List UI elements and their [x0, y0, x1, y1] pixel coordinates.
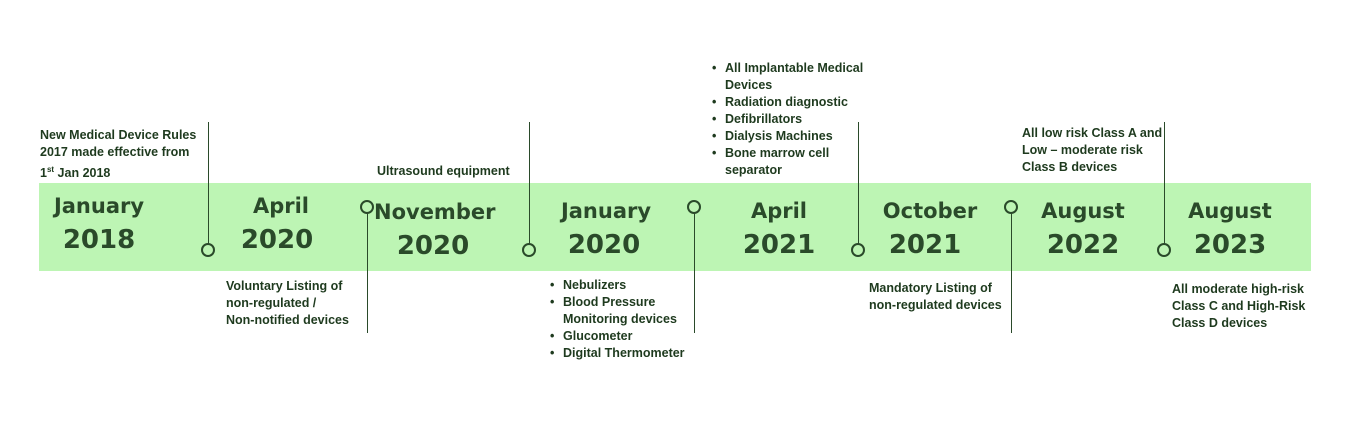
timeline-dot-6	[1004, 200, 1018, 214]
event-1-year: 2018	[62, 225, 136, 255]
note-2-line-2: non-regulated /	[226, 296, 317, 310]
connector-line-1	[208, 122, 209, 248]
timeline-dot-3	[522, 243, 536, 257]
event-6-month: October	[882, 199, 978, 223]
note-2-line-3: Non-notified devices	[226, 313, 349, 327]
event-4-month: January	[560, 199, 652, 223]
connector-line-3	[529, 122, 530, 249]
event-2-month: April	[252, 194, 310, 218]
event-8-month: August	[1188, 199, 1272, 223]
note-6-line-1: Mandatory Listing of	[869, 281, 992, 295]
event-3-month: November	[374, 200, 496, 224]
note-4-item-3: Monitoring devices	[563, 312, 677, 326]
note-4-item-5: Digital Thermometer	[550, 345, 708, 362]
timeline-band	[39, 183, 1311, 271]
note-8-line-1: All moderate high-risk	[1172, 282, 1304, 296]
timeline-dot-2	[360, 200, 374, 214]
event-7-month: August	[1041, 199, 1125, 223]
note-1-date: Jan 2018	[54, 166, 111, 181]
note-6-line-2: non-regulated devices	[869, 298, 1002, 312]
note-7-line-1: All low risk Class A and	[1022, 126, 1163, 140]
event-2-year: 2020	[240, 225, 314, 255]
event-6-year: 2021	[888, 230, 962, 260]
connector-line-2	[367, 208, 368, 333]
note-5-item-6: Bone marrow cell	[712, 145, 875, 162]
timeline-dot-1	[201, 243, 215, 257]
note-list-class-devices: Nebulizers Blood Pressure Monitoring dev…	[549, 277, 708, 362]
event-5-year: 2021	[742, 230, 816, 260]
timeline-dot-4	[687, 200, 701, 214]
timeline-dot-5	[851, 243, 865, 257]
event-8-year: 2023	[1193, 230, 1267, 260]
note-4-item-4: Glucometer	[550, 328, 708, 345]
connector-line-5	[858, 122, 859, 249]
note-5-item-5: Dialysis Machines	[712, 128, 875, 145]
event-3-year: 2020	[396, 231, 470, 261]
connector-line-4	[694, 208, 695, 333]
note-5-item-1: All Implantable Medical	[712, 60, 875, 77]
note-1-ordinal: st	[46, 165, 55, 174]
note-2-line-1: Voluntary Listing of	[226, 279, 343, 293]
event-1-month: January	[53, 194, 145, 218]
note-5-item-3: Radiation diagnostic	[712, 94, 875, 111]
note-7-line-3: Class B devices	[1022, 160, 1118, 174]
note-5-item-4: Defibrillators	[712, 111, 875, 128]
note-1-day: 1	[40, 166, 47, 181]
note-4-item-1: Nebulizers	[550, 277, 708, 294]
note-4-item-2: Blood Pressure	[550, 294, 708, 311]
event-5-month: April	[750, 199, 808, 223]
note-class-a-b-devices: All low risk Class A and Low – moderate …	[1022, 125, 1172, 176]
note-7-line-2: Low – moderate risk	[1022, 143, 1143, 157]
note-1-line-1: New Medical Device Rules	[40, 128, 197, 142]
timeline-dot-7	[1157, 243, 1171, 257]
note-voluntary-listing: Voluntary Listing of non-regulated / Non…	[226, 278, 366, 329]
note-8-line-2: Class C and High-Risk	[1172, 299, 1306, 313]
note-mandatory-listing: Mandatory Listing of non-regulated devic…	[869, 280, 1019, 314]
note-class-c-d-devices: All moderate high-risk Class C and High-…	[1172, 281, 1322, 332]
connector-line-7	[1164, 122, 1165, 249]
event-7-year: 2022	[1046, 230, 1120, 260]
note-ultrasound-equipment: Ultrasound equipment	[377, 164, 510, 178]
note-medical-device-rules: New Medical Device Rules 2017 made effec…	[40, 127, 208, 182]
event-4-year: 2020	[567, 230, 641, 260]
note-5-item-7: separator	[725, 163, 782, 177]
note-1-line-2: 2017 made effective from	[40, 145, 190, 159]
note-8-line-3: Class D devices	[1172, 316, 1268, 330]
connector-line-6	[1011, 208, 1012, 333]
note-1-line-3: 1st Jan 2018	[40, 161, 208, 182]
note-5-item-2: Devices	[725, 78, 773, 92]
note-list-implantable-devices: All Implantable Medical Devices Radiatio…	[711, 60, 875, 179]
